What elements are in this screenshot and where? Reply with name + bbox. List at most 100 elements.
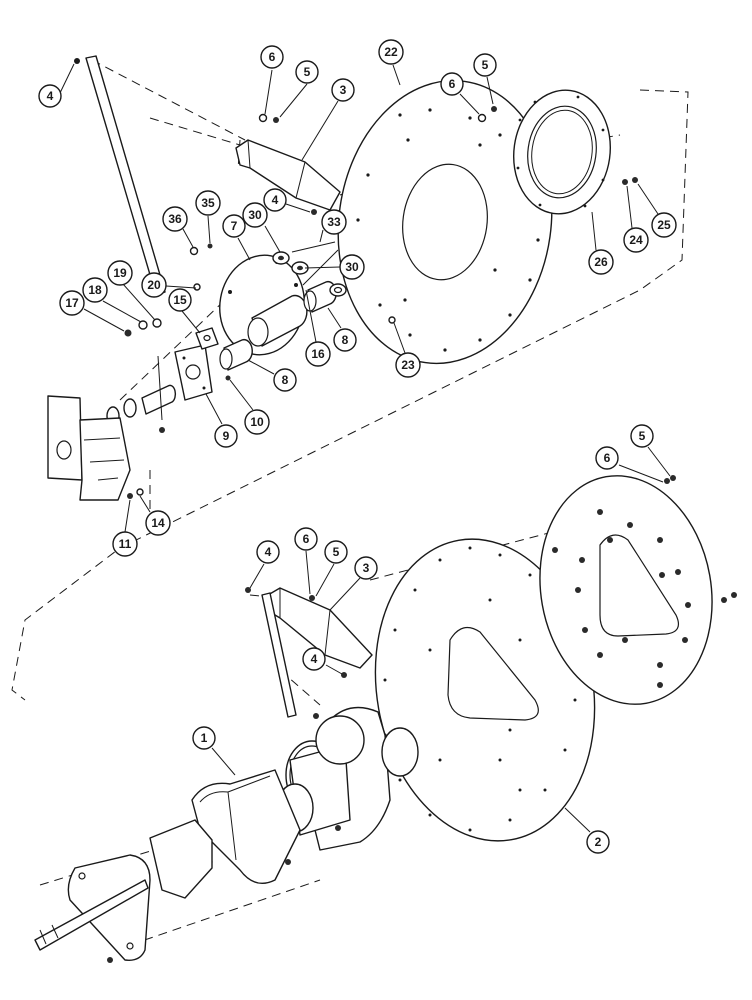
callout-4-top-left: 4 bbox=[38, 63, 75, 108]
disc-2-triangular-cutout bbox=[447, 626, 539, 721]
callout-14: 14 bbox=[139, 495, 171, 536]
svg-text:30: 30 bbox=[248, 208, 262, 222]
ring-26-holes bbox=[516, 95, 605, 208]
callout-16: 16 bbox=[305, 289, 331, 367]
callout-2: 2 bbox=[564, 807, 610, 854]
callout-1: 1 bbox=[192, 726, 236, 776]
callout-19: 19 bbox=[107, 260, 156, 321]
svg-text:24: 24 bbox=[629, 233, 643, 247]
svg-text:2: 2 bbox=[595, 835, 602, 849]
svg-text:4: 4 bbox=[272, 193, 279, 207]
callout-33: 33 bbox=[319, 209, 347, 243]
svg-text:30: 30 bbox=[345, 260, 359, 274]
svg-text:4: 4 bbox=[311, 652, 318, 666]
callout-22: 22 bbox=[378, 39, 404, 86]
callout-6-bottom-right: 6 bbox=[595, 446, 664, 483]
svg-text:6: 6 bbox=[303, 532, 310, 546]
callout-30-top: 30 bbox=[242, 202, 281, 253]
callout-24: 24 bbox=[623, 185, 649, 253]
strap-dash bbox=[91, 59, 246, 141]
svg-text:16: 16 bbox=[311, 347, 325, 361]
svg-text:6: 6 bbox=[269, 50, 276, 64]
callout-18: 18 bbox=[82, 277, 142, 323]
callout-5-top-right: 5 bbox=[473, 53, 497, 105]
callout-36: 36 bbox=[162, 206, 194, 248]
svg-text:5: 5 bbox=[639, 429, 646, 443]
callout-3-bottom: 3 bbox=[329, 556, 378, 611]
svg-text:23: 23 bbox=[401, 358, 415, 372]
callout-8-right: 8 bbox=[327, 307, 357, 352]
svg-text:8: 8 bbox=[342, 333, 349, 347]
disc-22-center-hole bbox=[402, 163, 488, 281]
callout-3-top: 3 bbox=[301, 78, 355, 161]
callout-15: 15 bbox=[168, 288, 201, 334]
svg-text:5: 5 bbox=[333, 545, 340, 559]
callout-6-top-right: 6 bbox=[440, 72, 480, 115]
svg-text:7: 7 bbox=[231, 219, 238, 233]
svg-text:3: 3 bbox=[363, 561, 370, 575]
outer-plate-cutout bbox=[599, 534, 679, 637]
callout-6-top: 6 bbox=[260, 45, 284, 115]
callout-4-bottom: 4 bbox=[249, 540, 280, 589]
callout-6-bottom: 6 bbox=[294, 527, 318, 595]
callout-35: 35 bbox=[195, 190, 221, 244]
svg-text:19: 19 bbox=[113, 266, 127, 280]
svg-text:4: 4 bbox=[265, 545, 272, 559]
svg-text:1: 1 bbox=[201, 731, 208, 745]
svg-text:4: 4 bbox=[47, 89, 54, 103]
callout-23: 23 bbox=[393, 322, 421, 378]
outer-plate-bolts bbox=[552, 475, 737, 688]
callout-10: 10 bbox=[229, 379, 270, 435]
svg-text:5: 5 bbox=[482, 58, 489, 72]
svg-text:33: 33 bbox=[327, 215, 341, 229]
disc-2-bolt-holes bbox=[383, 546, 577, 832]
svg-text:15: 15 bbox=[173, 293, 187, 307]
upper-shaft bbox=[141, 384, 177, 415]
lower-assembly bbox=[34, 475, 737, 963]
upper-nuts bbox=[74, 58, 638, 499]
callout-4-bottom-low: 4 bbox=[302, 647, 343, 675]
short-strap bbox=[261, 592, 297, 718]
callout-5-bottom: 5 bbox=[315, 540, 348, 597]
bushing-part-8-upper bbox=[303, 280, 337, 313]
cam-plate bbox=[149, 819, 213, 899]
funnel-part-1 bbox=[191, 769, 301, 884]
svg-text:6: 6 bbox=[604, 451, 611, 465]
bracket-part-3 bbox=[235, 139, 341, 211]
callouts: 4 6 5 3 22 6 5 bbox=[38, 39, 677, 854]
svg-text:26: 26 bbox=[594, 255, 608, 269]
svg-text:35: 35 bbox=[201, 196, 215, 210]
svg-text:5: 5 bbox=[304, 65, 311, 79]
mount-bracket bbox=[47, 395, 83, 481]
callout-30-right: 30 bbox=[304, 254, 365, 280]
bolt-part-33 bbox=[291, 241, 336, 253]
svg-text:3: 3 bbox=[340, 83, 347, 97]
upper-assembly bbox=[11, 55, 689, 701]
callout-11: 11 bbox=[112, 499, 138, 557]
callout-7: 7 bbox=[222, 214, 251, 261]
drive-shaft bbox=[34, 879, 149, 951]
svg-text:9: 9 bbox=[223, 429, 230, 443]
upper-dashed-guide bbox=[11, 89, 689, 701]
svg-text:22: 22 bbox=[384, 45, 398, 59]
callout-17: 17 bbox=[59, 290, 125, 332]
spacers-part-30 bbox=[272, 251, 347, 297]
long-strap bbox=[85, 55, 166, 296]
callout-8-left: 8 bbox=[247, 359, 297, 392]
svg-text:36: 36 bbox=[168, 212, 182, 226]
svg-text:14: 14 bbox=[151, 516, 165, 530]
svg-text:18: 18 bbox=[88, 283, 102, 297]
svg-text:20: 20 bbox=[147, 278, 161, 292]
svg-text:8: 8 bbox=[282, 373, 289, 387]
svg-text:6: 6 bbox=[449, 77, 456, 91]
callout-25: 25 bbox=[637, 183, 677, 238]
svg-text:10: 10 bbox=[250, 415, 264, 429]
callout-9: 9 bbox=[205, 393, 238, 448]
callout-26: 26 bbox=[588, 211, 614, 275]
svg-text:25: 25 bbox=[657, 218, 671, 232]
bushing-part-8-lower bbox=[219, 338, 253, 371]
callout-20: 20 bbox=[141, 272, 197, 298]
callout-4-top-mid: 4 bbox=[263, 188, 311, 213]
svg-text:11: 11 bbox=[119, 537, 132, 551]
